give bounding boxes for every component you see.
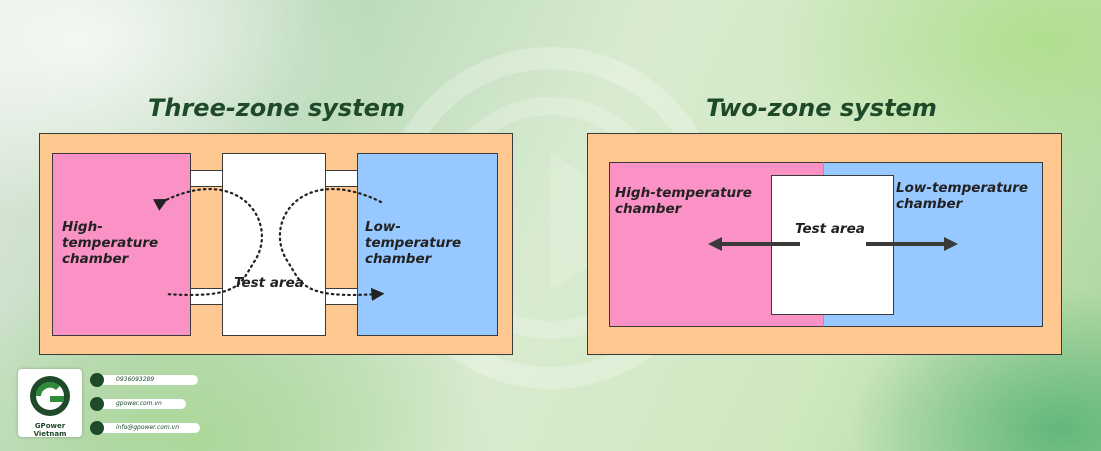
website-url: gpower.com.vn — [116, 400, 162, 407]
brand-name: GPower Vietnam — [33, 422, 67, 438]
globe-icon — [90, 397, 104, 411]
test-area-label: Test area — [234, 275, 304, 291]
phone-icon — [90, 373, 104, 387]
test-area-label: Test area — [795, 221, 865, 237]
brand-logo: GPower Vietnam — [18, 369, 82, 438]
two-zone-title: Two-zone system — [706, 94, 937, 122]
two-zone-frame: High-temperature chamber Low-temperature… — [587, 133, 1062, 355]
three-zone-frame: High- temperature chamber Low- temperatu… — [39, 133, 513, 355]
duct-bottom-left — [190, 288, 226, 305]
low-chamber-label: Low-temperature chamber — [896, 180, 1029, 212]
three-zone-title: Three-zone system — [148, 94, 405, 122]
mail-icon — [90, 421, 104, 435]
high-chamber-label: High-temperature chamber — [615, 185, 752, 217]
phone-number: 0936093289 — [116, 376, 155, 383]
test-area — [222, 153, 326, 336]
duct-top-left — [190, 170, 226, 187]
test-area — [771, 175, 894, 315]
duct-top-right — [324, 170, 360, 187]
high-chamber-label: High- temperature chamber — [62, 219, 159, 267]
duct-bottom-right — [324, 288, 360, 305]
email-address: info@gpower.com.vn — [116, 424, 180, 431]
g-logo-icon — [30, 376, 70, 416]
low-chamber-label: Low- temperature chamber — [365, 219, 462, 267]
